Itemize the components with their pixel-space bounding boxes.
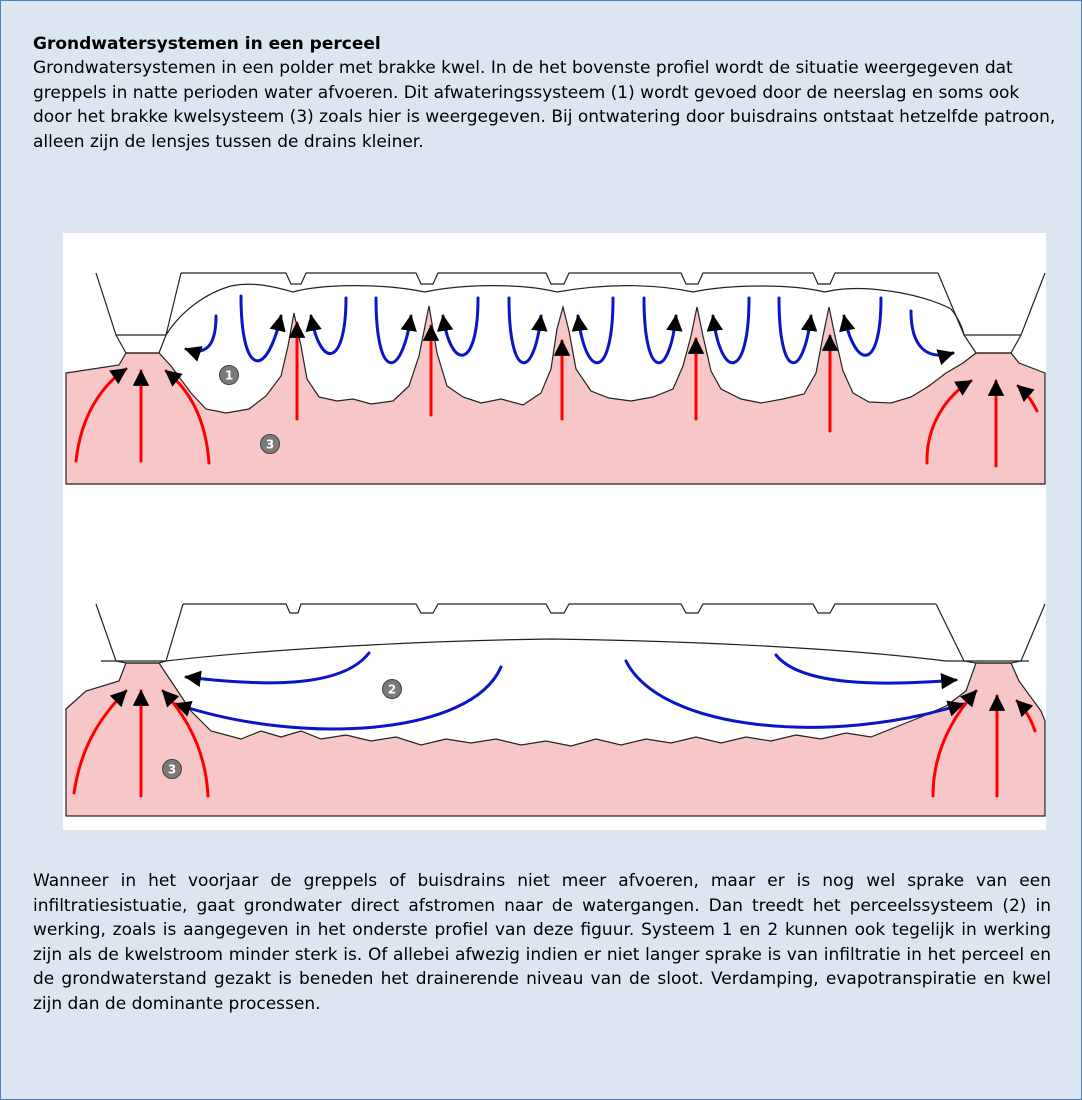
groundwater-diagram: 1 3 (63, 233, 1046, 830)
system-3-label: 3 (266, 438, 274, 452)
flow-line (311, 298, 346, 354)
top-seepage-zone (66, 306, 1045, 484)
bottom-seepage-zone (66, 663, 1045, 816)
flow-line (626, 661, 963, 727)
system-3-badge-top: 3 (261, 435, 280, 454)
bottom-right-ditch (936, 604, 1045, 663)
panel-heading: Grondwatersystemen in een perceel (33, 32, 381, 56)
flow-line (186, 653, 369, 683)
system-3-badge-bottom: 3 (163, 760, 182, 779)
system-2-badge: 2 (383, 680, 402, 699)
bottom-profile: 2 3 (66, 604, 1045, 816)
flow-line (186, 316, 216, 351)
flow-line (644, 298, 676, 363)
bottom-field-surface (183, 604, 936, 613)
top-field-surface (181, 273, 938, 284)
flow-line (176, 667, 501, 729)
flow-line (779, 298, 811, 363)
flow-line (713, 298, 749, 363)
flow-line (844, 298, 881, 355)
system-1-badge: 1 (220, 366, 239, 385)
system-3-label: 3 (168, 763, 176, 777)
bottom-left-ditch (96, 604, 183, 663)
flow-line (241, 296, 281, 361)
flow-line (443, 298, 478, 355)
bottom-groundwater-table (101, 639, 1029, 661)
top-left-ditch (96, 273, 181, 353)
flow-line (578, 298, 613, 363)
bottom-field-flow-lines (176, 653, 963, 729)
top-profile: 1 3 (66, 273, 1045, 484)
system-2-label: 2 (388, 683, 396, 697)
flow-line (376, 298, 411, 363)
explanation-paragraph: Wanneer in het voorjaar de greppels of b… (33, 869, 1051, 1016)
flow-line (911, 311, 953, 355)
flow-line (509, 298, 541, 363)
system-1-label: 1 (225, 369, 233, 383)
intro-paragraph: Grondwatersystemen in een polder met bra… (33, 56, 1058, 154)
